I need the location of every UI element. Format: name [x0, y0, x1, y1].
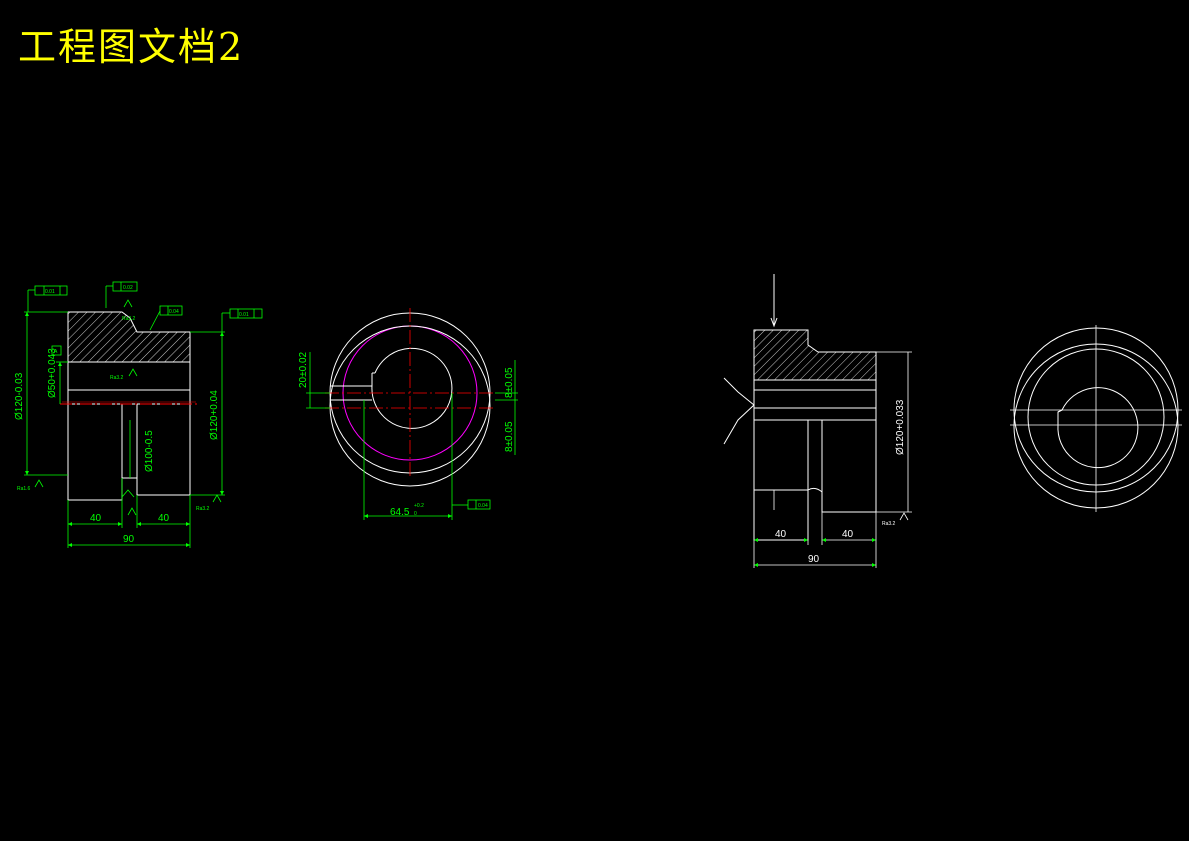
view1-dim-outer-diameter: Ø120-0.03	[14, 372, 25, 420]
end-view-right	[1010, 325, 1182, 512]
view3-roughness: Ra3.2	[882, 521, 896, 527]
view1-roughness-1: Ra3.2	[110, 375, 124, 381]
view1-gdt-tol-3: 0.04	[169, 309, 179, 315]
view1-dim-right-diameter: Ø120+0.04	[209, 390, 220, 440]
end-view-keyway: 20±0.02 8±0.05 8±0.05 64.5 +0.2 0 0.04	[298, 308, 518, 520]
view1-dim-bore-diameter: Ø100-0.5	[144, 430, 155, 472]
view1-gdt-tol-1: 0.01	[45, 289, 55, 295]
view1-roughness-2: Ra1.6	[17, 486, 31, 492]
view3-outline	[753, 329, 877, 541]
view2-dim-bottom: 64.5	[390, 507, 410, 518]
view4-centerlines	[1010, 325, 1182, 512]
view2-dim-bottom-tol: +0.2	[414, 503, 424, 509]
view3-dim-total: 90	[808, 554, 820, 565]
view2-dim-bottom-tol-low: 0	[414, 511, 417, 517]
view1-dim-total: 90	[123, 534, 135, 545]
view1-roughness-3: Ra3.2	[196, 506, 210, 512]
view2-dim-right-2: 8±0.05	[504, 421, 515, 452]
view2-centerlines	[325, 308, 495, 478]
view1-dim-len-left: 40	[90, 513, 102, 524]
section-view-right: 40 40 90 Ø120+0.033 Ra3.2	[723, 274, 912, 568]
view1-outline	[67, 311, 191, 501]
view1-dim-len-right: 40	[158, 513, 170, 524]
view2-bore-keyway	[330, 347, 453, 429]
view2-dim-keyway-width: 20±0.02	[298, 351, 309, 388]
drawing-title: 工程图文档2	[18, 25, 245, 69]
view1-datum: A	[54, 349, 58, 355]
view2-gdt-tol: 0.04	[478, 503, 488, 509]
view3-dim-len-left: 40	[775, 529, 787, 540]
view2-dim-right-1: 8±0.05	[504, 367, 515, 398]
view3-hatched-section	[753, 329, 877, 381]
view1-roughness-4: Ra3.2	[122, 316, 136, 322]
view3-dimension-lines	[753, 351, 912, 568]
view3-dim-len-right: 40	[842, 529, 854, 540]
view1-dimension-lines	[24, 281, 263, 548]
view3-dim-diameter: Ø120+0.033	[895, 399, 906, 455]
view2-dimension-lines	[306, 352, 518, 520]
view1-gdt-tol-2: 0.02	[123, 285, 133, 291]
view1-gdt-tol-4: 0.01	[239, 312, 249, 318]
view3-datum-marks	[723, 274, 778, 445]
view1-dim-inner-diameter: Ø50+0.043	[47, 348, 58, 398]
section-view-left: 0.01 0.02 0.04 0.01 A Ra3.2 Ra1.6 Ra3.2 …	[14, 281, 263, 548]
